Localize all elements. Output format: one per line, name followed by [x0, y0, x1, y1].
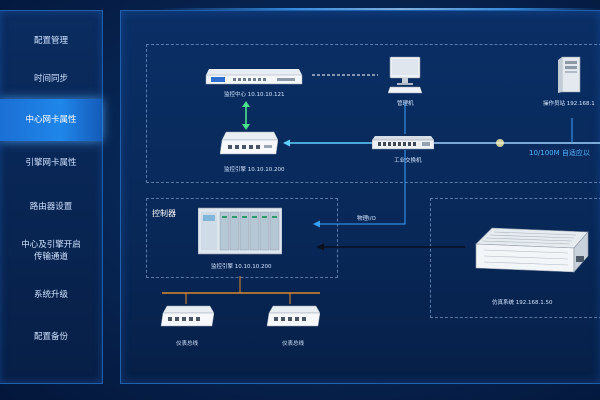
sidebar-item-config-management[interactable]: 配置管理 — [0, 21, 102, 61]
sidebar-item-time-sync[interactable]: 时间同步 — [0, 59, 102, 99]
monitor-engine-ctrl-label: 监控引擎 10.10.10.200 — [211, 264, 272, 270]
rack-server-icon — [205, 69, 303, 85]
sync-arrow-up — [242, 101, 250, 107]
sidebar-item-label: 中心网卡属性 — [25, 115, 77, 125]
physical-io-label: 物理I/O — [357, 216, 376, 222]
simulation-zone — [430, 198, 600, 318]
sidebar-item-label: 中心及引擎开启传输通道 — [21, 240, 81, 262]
tower-server-icon — [558, 56, 581, 93]
instrument-right-label: 仪表总线 — [282, 341, 305, 347]
sim-system-label: 仿真系统 192.168.1.50 — [492, 300, 553, 306]
monitor-center-device[interactable] — [205, 67, 303, 91]
network-appliance-icon — [219, 131, 279, 155]
simulation-system[interactable] — [464, 226, 592, 294]
arrow-sim-controller — [316, 243, 324, 251]
sidebar-item-engine-nic[interactable]: 引擎网卡属性 — [0, 143, 102, 183]
controller-plc[interactable] — [197, 206, 283, 260]
desktop-pc-icon — [387, 56, 423, 94]
sidebar: 配置管理 时间同步 中心网卡属性 引擎网卡属性 路由器设置 中心及引擎开启传输通… — [0, 10, 103, 384]
simulation-box-icon — [475, 227, 589, 273]
sidebar-item-label: 系统升级 — [33, 290, 68, 300]
mgmt-pc-label: 管理机 — [397, 101, 414, 107]
sidebar-item-config-backup[interactable]: 配置备份 — [0, 317, 102, 357]
switch-icon — [371, 136, 435, 150]
sidebar-item-label: 引擎网卡属性 — [25, 158, 77, 168]
instrument-device-right[interactable] — [266, 304, 321, 334]
plc-rack-icon — [197, 207, 283, 255]
arrow-to-engine — [283, 139, 290, 147]
monitor-engine-top-label: 监控引擎 10.10.10.200 — [224, 167, 285, 173]
operator-station-label: 操作员站 192.168.1 — [543, 101, 595, 107]
link-physical-io — [318, 150, 406, 225]
bus-device-icon — [266, 305, 321, 327]
sync-arrow-down — [242, 124, 250, 130]
switch-label: 工业交换机 — [394, 158, 422, 164]
controller-title: 控制器 — [152, 209, 176, 218]
industrial-switch[interactable] — [371, 135, 435, 155]
management-pc[interactable] — [387, 56, 423, 100]
sidebar-item-center-nic[interactable]: 中心网卡属性 — [0, 99, 102, 141]
instrument-left-label: 仪表总线 — [176, 341, 199, 347]
sidebar-item-label: 配置管理 — [33, 36, 68, 46]
sidebar-item-label: 配置备份 — [33, 332, 68, 342]
monitor-center-label: 监控中心 10.10.10.121 — [224, 92, 285, 98]
sidebar-item-router-settings[interactable]: 路由器设置 — [0, 187, 102, 227]
link-speed-label: 10/100M 自适应以 — [529, 149, 590, 157]
bus-device-icon — [160, 305, 215, 327]
monitor-engine-top-device[interactable] — [218, 130, 279, 162]
sidebar-item-transfer-channel[interactable]: 中心及引擎开启传输通道 — [0, 231, 102, 271]
operator-station[interactable] — [558, 56, 582, 98]
sidebar-item-label: 时间同步 — [33, 74, 68, 84]
controller-zone — [146, 198, 338, 278]
instrument-device-left[interactable] — [160, 304, 215, 334]
network-zone — [146, 44, 600, 183]
sidebar-item-label: 路由器设置 — [29, 202, 73, 212]
glow-dot — [496, 139, 504, 147]
sidebar-item-system-upgrade[interactable]: 系统升级 — [0, 275, 102, 315]
arrow-physical-io — [313, 220, 320, 228]
